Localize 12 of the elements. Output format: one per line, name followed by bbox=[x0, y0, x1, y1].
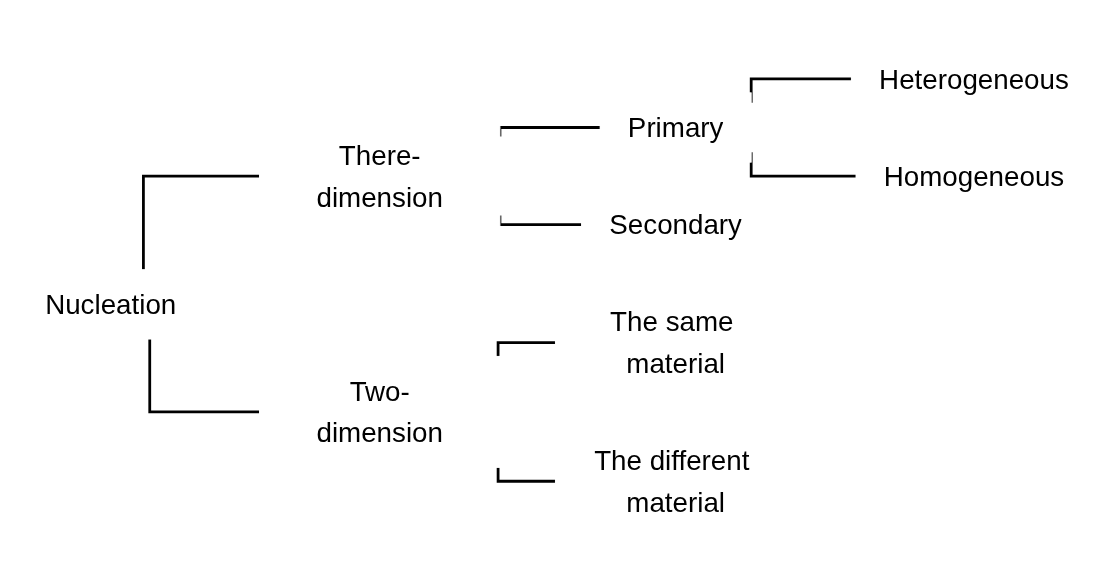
connector bbox=[142, 174, 260, 270]
connector bbox=[496, 467, 556, 483]
node-text: Secondary bbox=[609, 209, 742, 240]
node-text: There-dimension bbox=[316, 139, 443, 213]
node-text: The same material bbox=[610, 306, 734, 379]
node-text: Heterogeneous bbox=[879, 63, 1069, 95]
node-text: Nucleation bbox=[45, 289, 177, 320]
node-text: The different material bbox=[594, 445, 750, 518]
node-text: Homogeneous bbox=[883, 160, 1065, 192]
connector bbox=[148, 339, 260, 414]
connector bbox=[496, 341, 556, 357]
node-text: Two-dimension bbox=[316, 375, 443, 448]
